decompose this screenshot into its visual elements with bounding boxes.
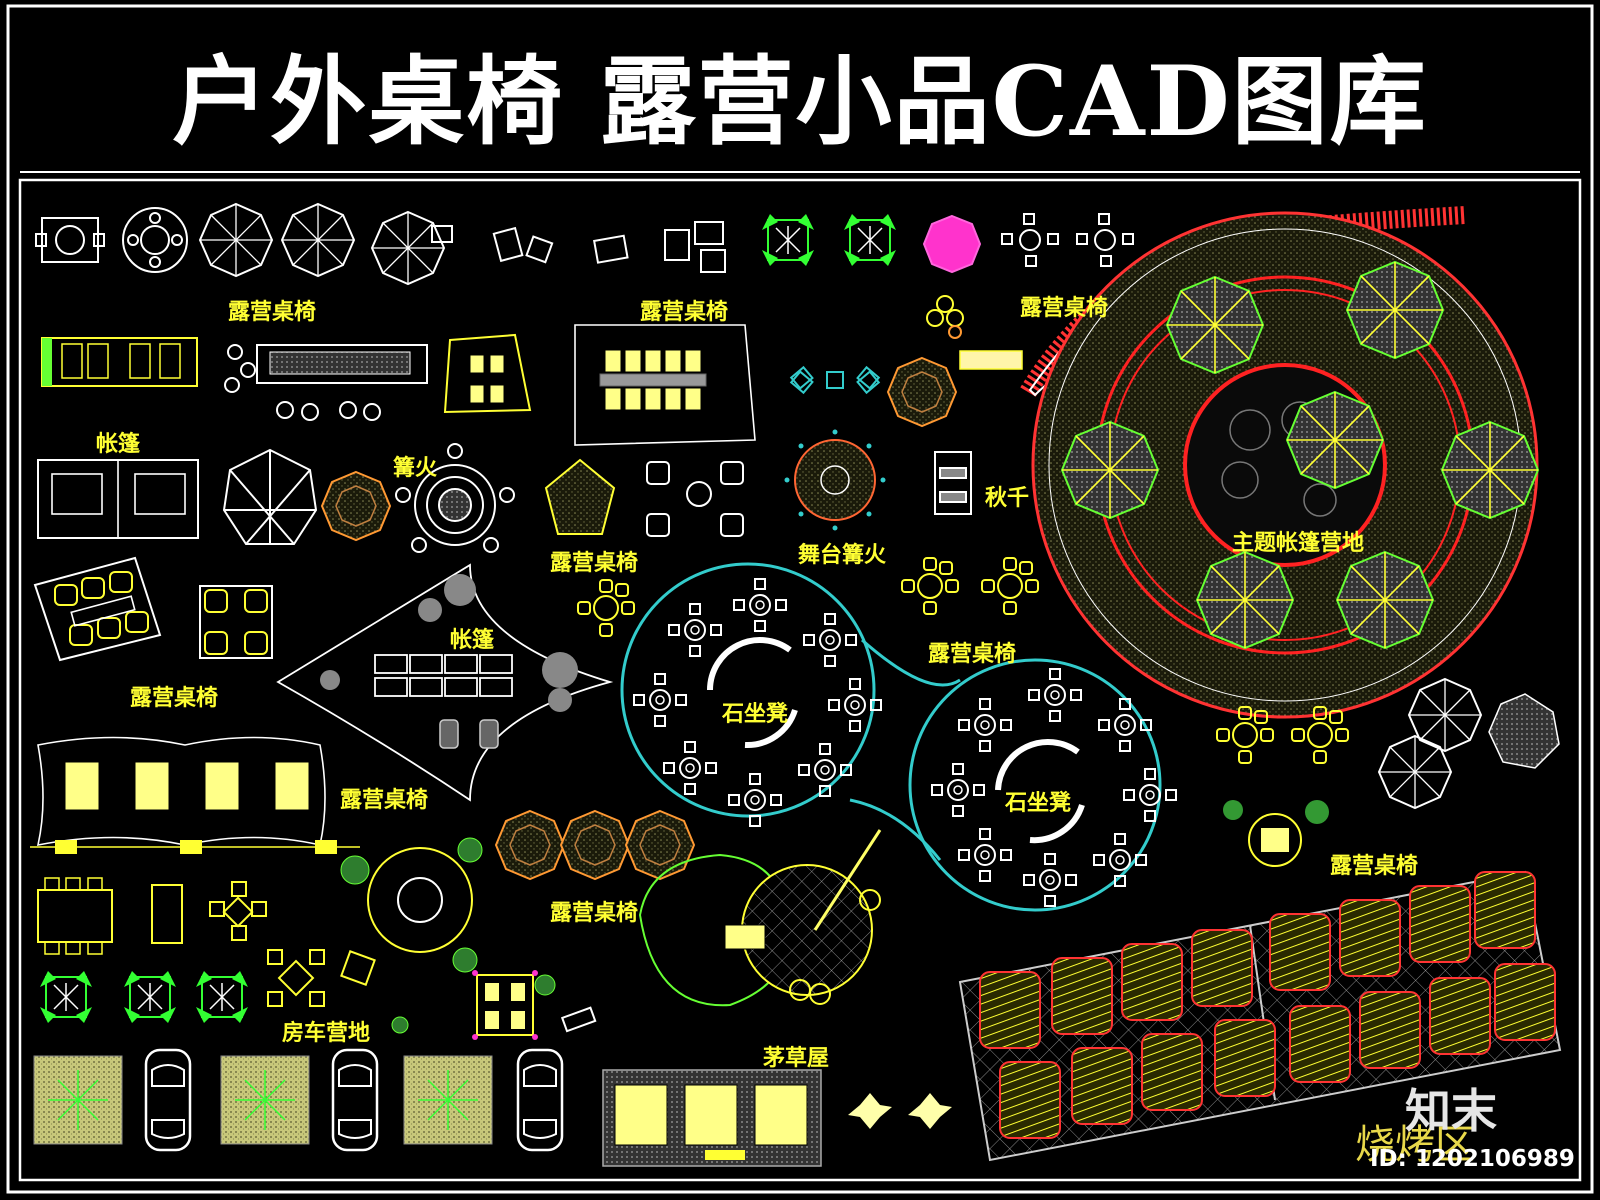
rv-campsite [33,1048,564,1152]
main-tent-campsite [1020,206,1539,719]
label-tent: 帐篷 [96,432,141,457]
watermark-id: ID: 1202106989 [1370,1146,1575,1172]
page-title: 户外桌椅 露营小品CAD图库 [172,44,1428,158]
label-stone-seat: 石坐凳 [722,702,789,727]
label-camp-table: 露营桌椅 [1330,854,1419,879]
thatch-house-round [638,829,882,1007]
large-tent [276,563,614,802]
top-symbol-row [35,203,1134,285]
tent-row-bottom [30,736,360,854]
tree-seating [340,837,597,1040]
label-camp-table: 露营桌椅 [130,686,219,711]
watermark-logo: 知末 [1405,1084,1497,1138]
label-main-tent-site: 主题帐篷营地 [1232,531,1365,556]
small-furniture-bottom-left [37,877,325,1024]
label-rv-camp: 房车营地 [282,1021,371,1046]
camp-sets-left [33,556,635,662]
label-camp-table: 露营桌椅 [550,551,639,576]
bbq-area [958,870,1562,1162]
label-camp-table: 露营桌椅 [228,300,317,325]
camp-sets-right [901,557,1560,867]
octagon-tables [495,810,695,880]
label-camp-table: 露营桌椅 [1020,296,1109,321]
stone-seat-area [620,562,1177,912]
label-camp-table: 露营桌椅 [640,300,729,325]
label-thatch-house: 茅草屋 [763,1046,830,1071]
label-swing: 秋千 [985,486,1030,511]
thatch-hut-block [602,1069,952,1167]
label-bonfire: 篝火 [393,456,438,481]
label-bbq-area: 烧烤区 [1355,1122,1475,1168]
label-tent: 帐篷 [450,628,495,653]
outer-frame [6,4,1594,1194]
label-stage-bonfire: 舞台篝火 [798,543,887,568]
camp-furniture-row-2 [41,295,1023,446]
label-stone-seat: 石坐凳 [1005,791,1072,816]
camp-furniture-row-3 [37,429,972,553]
label-camp-table: 露营桌椅 [550,901,639,926]
label-camp-table: 露营桌椅 [928,642,1017,667]
inner-frame [18,178,1582,1182]
label-camp-table: 露营桌椅 [340,788,429,813]
